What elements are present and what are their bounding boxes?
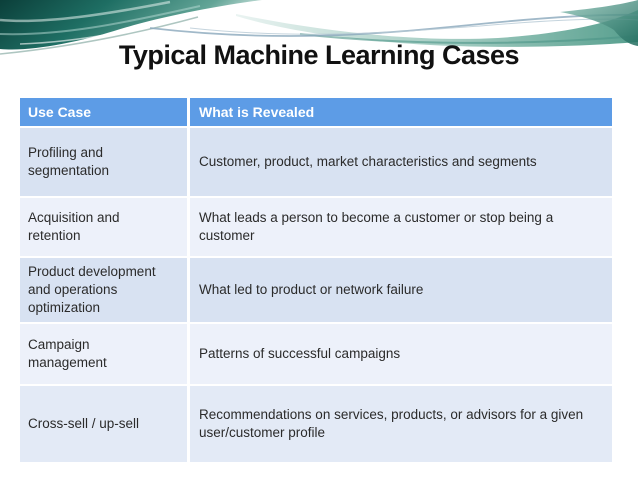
column-header-what-is-revealed: What is Revealed — [190, 98, 612, 126]
wave-decoration-icon — [0, 0, 638, 55]
column-header-use-case: Use Case — [20, 98, 187, 126]
table-row-acquisition: Acquisition and retention What leads a p… — [20, 198, 612, 256]
ml-use-cases-table: Use Case What is Revealed Profiling and … — [20, 98, 612, 464]
table-row-profiling: Profiling and segmentation Customer, pro… — [20, 128, 612, 196]
use-case-cell: Profiling and segmentation — [20, 128, 187, 196]
revealed-cell: What leads a person to become a customer… — [190, 198, 612, 256]
use-case-cell: Product development and operations optim… — [20, 258, 187, 322]
revealed-cell: Recommendations on services, products, o… — [190, 386, 612, 462]
use-case-cell: Campaign management — [20, 324, 187, 384]
table-row-cross-sell: Cross-sell / up-sell Recommendations on … — [20, 386, 612, 462]
table-row-campaign: Campaign management Patterns of successf… — [20, 324, 612, 384]
revealed-cell: Patterns of successful campaigns — [190, 324, 612, 384]
table-header-row: Use Case What is Revealed — [20, 98, 612, 126]
revealed-cell: What led to product or network failure — [190, 258, 612, 322]
use-case-cell: Acquisition and retention — [20, 198, 187, 256]
table-row-product-development: Product development and operations optim… — [20, 258, 612, 322]
page-title: Typical Machine Learning Cases — [118, 40, 520, 70]
use-case-cell: Cross-sell / up-sell — [20, 386, 187, 462]
revealed-cell: Customer, product, market characteristic… — [190, 128, 612, 196]
